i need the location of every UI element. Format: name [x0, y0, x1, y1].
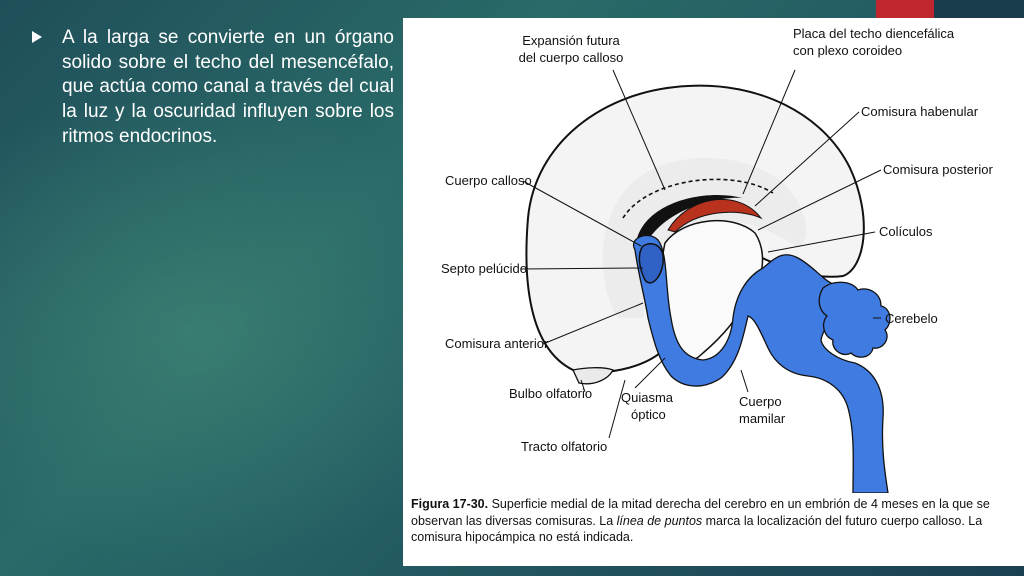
label-cuerpo-calloso: Cuerpo calloso	[445, 173, 532, 188]
choroid-plexus-shape	[667, 198, 763, 233]
leader-cuerpo-calloso	[522, 180, 642, 247]
label-expansion-line2: del cuerpo calloso	[519, 50, 624, 65]
label-placa-line1: Placa del techo diencefálica	[793, 26, 955, 41]
label-comisura-habenular: Comisura habenular	[861, 104, 979, 119]
slide-paragraph: A la larga se convierte en un órgano sol…	[62, 27, 394, 147]
label-placa-line2: con plexo coroideo	[793, 43, 902, 58]
hemisphere-inner	[602, 157, 807, 318]
leader-placa	[742, 69, 796, 195]
label-quiasma-line1: Quiasma	[621, 390, 674, 405]
label-bulbo-olfatorio: Bulbo olfatorio	[509, 386, 592, 401]
leader-tracto	[608, 379, 626, 439]
leader-habenular	[754, 111, 860, 207]
brain-figure: Expansión futura del cuerpo calloso Plac…	[403, 18, 1024, 566]
label-cuerpo-mamilar-line1: Cuerpo	[739, 394, 782, 409]
figure-caption: Figura 17-30. Superficie medial de la mi…	[411, 496, 1017, 546]
leader-coliculos	[767, 231, 876, 253]
caption-label: Figura 17-30.	[411, 497, 489, 511]
label-expansion-line1: Expansión futura	[522, 33, 620, 48]
leader-lines	[520, 69, 882, 439]
slide-text: A la larga se convierte en un órgano sol…	[32, 26, 394, 149]
accent-bar	[876, 0, 934, 18]
leader-expansion	[612, 69, 666, 191]
leader-comisura-anterior	[542, 302, 644, 345]
olfactory-bulb-shape	[572, 367, 614, 385]
leader-quiasma	[634, 357, 666, 389]
triangle-bullet-icon	[32, 31, 42, 43]
future-corpus-callosum-dotted-line	[622, 178, 774, 219]
caption-text-2: marca la localización del futuro cuerpo …	[411, 513, 983, 545]
label-cuerpo-mamilar-line2: mamilar	[739, 411, 786, 426]
septum-shape	[638, 242, 664, 284]
caption-text-1: Superficie medial de la mitad derecha de…	[411, 497, 990, 528]
label-comisura-anterior: Comisura anterior	[445, 336, 549, 351]
label-quiasma-line2: óptico	[631, 407, 666, 422]
label-coliculos: Colículos	[879, 224, 933, 239]
label-comisura-posterior: Comisura posterior	[883, 162, 993, 177]
label-septo-pelucido: Septo pelúcido	[441, 261, 527, 276]
cerebellum-shape	[818, 281, 891, 358]
label-cerebelo: Cerebelo	[885, 311, 938, 326]
leader-mamilar	[740, 369, 749, 393]
label-tracto-olfatorio: Tracto olfatorio	[521, 439, 607, 454]
leader-septo	[520, 267, 644, 270]
caption-italic: línea de puntos	[616, 513, 703, 528]
brain-diagram: Expansión futura del cuerpo calloso Plac…	[441, 26, 993, 493]
leader-posterior	[757, 169, 882, 231]
leader-bulbo	[580, 379, 586, 393]
